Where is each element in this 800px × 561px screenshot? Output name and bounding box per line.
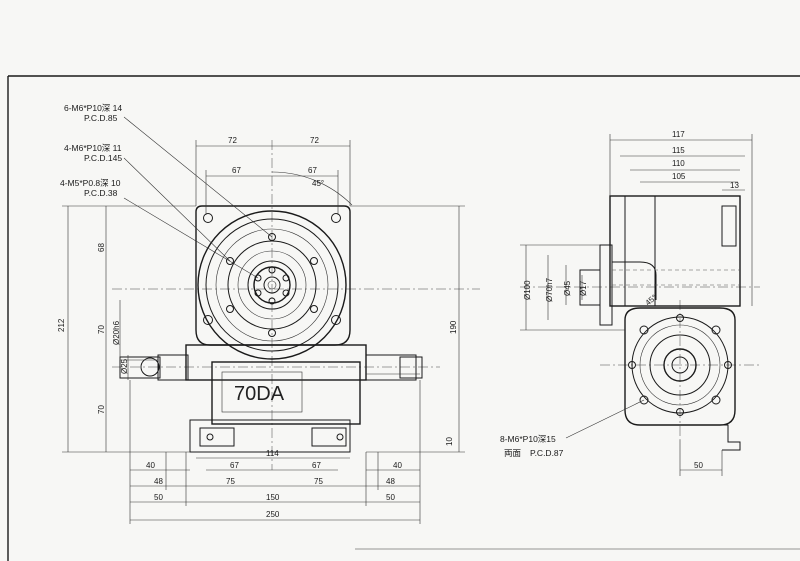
dim-70-lower: 70 xyxy=(97,405,106,414)
dim-dia-100: Ø100 xyxy=(523,280,532,300)
model-label: 70DA xyxy=(234,383,285,405)
dim-40-right: 40 xyxy=(393,461,402,470)
dim-67-bottom-left: 67 xyxy=(230,461,239,470)
dim-67-right: 67 xyxy=(308,166,317,175)
callout-3-pcd: P.C.D.38 xyxy=(84,188,118,198)
callout-4-pcd: P.C.D.87 xyxy=(530,448,564,458)
dim-68: 68 xyxy=(97,243,106,252)
front-view xyxy=(112,116,480,470)
dim-48-left: 48 xyxy=(154,477,163,486)
callout-4-both: 両面 xyxy=(504,448,522,458)
dim-dia-25: Ø25 xyxy=(120,358,129,374)
dim-50-side: 50 xyxy=(694,461,703,470)
callout-1-pcd: P.C.D.85 xyxy=(84,113,118,123)
dim-10: 10 xyxy=(445,437,454,446)
callout-1: 6-M6*P10深 14 xyxy=(64,103,122,113)
dim-110: 110 xyxy=(672,159,685,168)
dim-48-right: 48 xyxy=(386,477,395,486)
dim-dia-45: Ø45 xyxy=(563,280,572,296)
side-view xyxy=(520,195,760,451)
front-dimension-lines xyxy=(62,140,465,524)
dim-150: 150 xyxy=(266,493,280,502)
dim-72-right: 72 xyxy=(310,136,319,145)
dim-50-left: 50 xyxy=(154,493,163,502)
drawing-frame xyxy=(7,75,800,561)
dim-105: 105 xyxy=(672,172,686,181)
model-plate xyxy=(221,371,303,413)
dim-75-right: 75 xyxy=(314,477,323,486)
dim-dia-20h6: Ø20h6 xyxy=(112,320,121,345)
dim-40-left: 40 xyxy=(146,461,155,470)
dim-212: 212 xyxy=(57,318,66,332)
dim-72-left: 72 xyxy=(228,136,237,145)
callout-2-pcd: P.C.D.145 xyxy=(84,153,122,163)
dim-190: 190 xyxy=(449,320,458,334)
dim-dia-70h7: Ø70h7 xyxy=(545,277,554,302)
dim-117: 117 xyxy=(672,130,685,139)
dim-70-upper: 70 xyxy=(97,325,106,334)
dim-67-bottom-right: 67 xyxy=(312,461,321,470)
dim-dia-17: Ø17 xyxy=(579,280,588,296)
dim-75-left: 75 xyxy=(226,477,235,486)
dim-67-left: 67 xyxy=(232,166,241,175)
callout-4: 8-M6*P10深15 xyxy=(500,434,556,444)
dim-115: 115 xyxy=(672,146,685,155)
side-dimension-lines xyxy=(520,134,753,476)
dim-50-right: 50 xyxy=(386,493,395,502)
dim-angle-45: 45° xyxy=(312,179,324,188)
dim-114: 114 xyxy=(266,449,279,458)
dim-13: 13 xyxy=(730,181,739,190)
dim-250: 250 xyxy=(266,510,280,519)
callout-3: 4-M5*P0.8深 10 xyxy=(60,178,121,188)
callout-2: 4-M6*P10深 11 xyxy=(64,143,122,153)
